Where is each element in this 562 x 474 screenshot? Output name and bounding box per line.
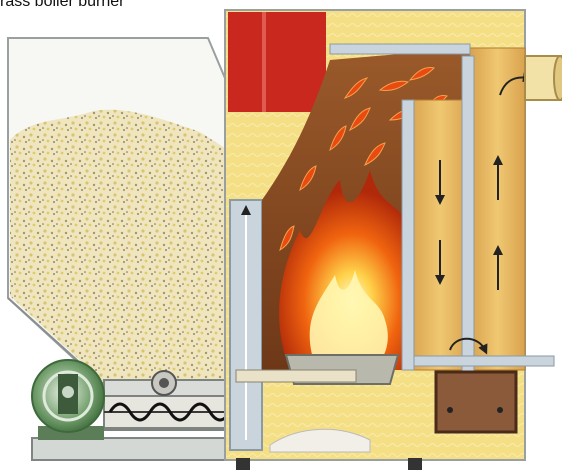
pellet-pile (10, 109, 228, 388)
diagram-caption: rass boiler burner (0, 0, 125, 10)
boiler-foot-left (236, 458, 250, 470)
flue-outlet (524, 55, 562, 101)
burner-pot (235, 354, 400, 385)
heat-exchanger (329, 43, 555, 377)
flame-core (309, 270, 388, 365)
red-panel-seam (262, 12, 266, 112)
fuel-hopper (7, 37, 231, 391)
auger-motor (31, 359, 243, 461)
ash-pan (269, 370, 518, 453)
boiler-foot-right (408, 458, 422, 470)
red-panel (228, 12, 326, 112)
